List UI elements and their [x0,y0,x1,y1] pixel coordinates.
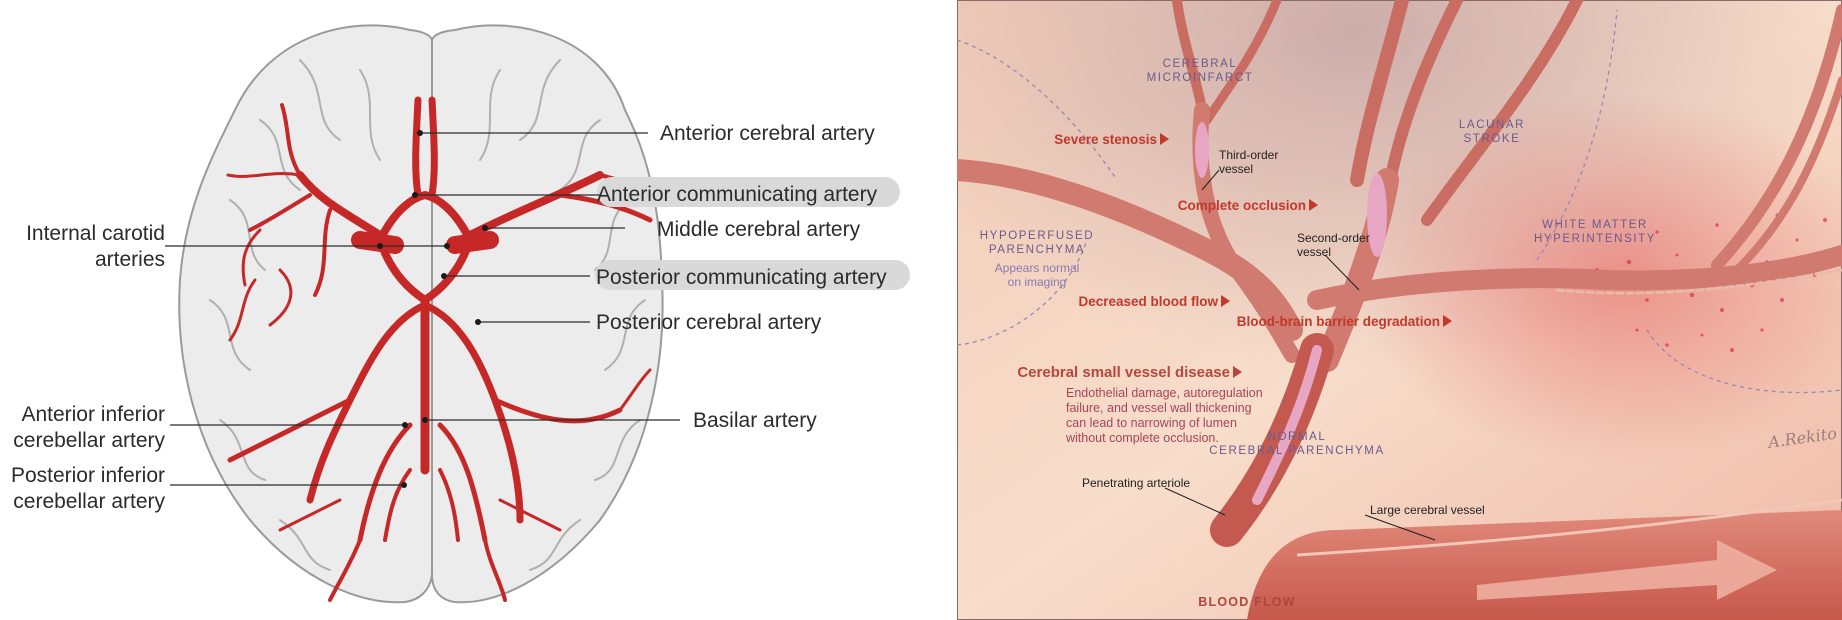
small-vessel-disease-illustration: CEREBRAL MICROINFARCT LACUNAR STROKE HYP… [957,0,1842,620]
label-posterior-communicating: Posterior communicating artery [596,266,887,289]
leader-lines [165,130,680,488]
label-hypoperfused-1: HYPOPERFUSED [980,230,1094,242]
label-aica-1: Anterior inferior [21,403,165,426]
stenosis-segments [1195,122,1387,257]
region-boundaries [957,9,1842,394]
label-microinfarct-2: MICROINFARCT [1147,72,1254,84]
label-second-order-1: Second-order [1297,231,1370,245]
label-hypoperfused-note-1: Appears normal [995,261,1080,275]
label-anterior-cerebral: Anterior cerebral artery [660,122,875,145]
label-hypoperfused-2: PARENCHYMA [989,244,1085,256]
label-wm-1: WHITE MATTER [1542,219,1648,231]
label-large-vessel: Large cerebral vessel [1370,503,1485,517]
label-internal-carotid-2: arteries [95,248,165,271]
label-lacunar-1: LACUNAR [1459,119,1525,131]
callout-bbb: Blood-brain barrier degradation [1237,314,1440,329]
label-third-order-1: Third-order [1219,148,1278,162]
callout-complete-occlusion: Complete occlusion [1178,198,1306,213]
large-cerebral-vessel [1247,510,1842,620]
label-wm-2: HYPERINTENSITY [1534,233,1656,245]
label-middle-cerebral: Middle cerebral artery [657,218,861,241]
pcomm-highlight [595,260,910,290]
label-microinfarct-1: CEREBRAL [1163,58,1238,70]
label-internal-carotid-1: Internal carotid [26,222,165,245]
label-aica-2: cerebellar artery [13,429,165,452]
label-second-order-2: vessel [1297,245,1331,259]
label-anterior-communicating: Anterior communicating artery [597,183,878,206]
label-normal-1: NORMAL [1268,431,1327,443]
label-pointers [1164,169,1436,541]
callout-decreased-flow: Decreased blood flow [1078,294,1218,309]
callout-csvd-title: Cerebral small vessel disease [1017,364,1230,381]
brain-arteries-svg: Anterior cerebral artery Anterior commun… [11,24,910,604]
label-basilar: Basilar artery [693,409,817,432]
callout-severe-stenosis: Severe stenosis [1054,132,1157,147]
acomm-highlight [597,177,900,207]
vessel-network [957,0,1842,547]
label-normal-2: CEREBRAL PARENCHYMA [1209,445,1384,457]
csvd-body-2: failure, and vessel wall thickening [1066,401,1252,415]
csvd-body-4: without complete occlusion. [1065,431,1219,445]
csvd-body-3: can lead to narrowing of lumen [1066,416,1237,430]
label-pica-1: Posterior inferior [11,464,165,487]
circle-of-willis-diagram: Anterior cerebral artery Anterior commun… [11,24,910,604]
label-lacunar-2: STROKE [1464,133,1521,145]
csvd-body-1: Endothelial damage, autoregulation [1066,386,1263,400]
label-pica-2: cerebellar artery [13,490,165,513]
svd-illustration-svg: CEREBRAL MICROINFARCT LACUNAR STROKE HYP… [957,0,1842,620]
label-hypoperfused-note-2: on imaging [1008,275,1067,289]
label-third-order-2: vessel [1219,162,1253,176]
label-posterior-cerebral: Posterior cerebral artery [596,311,822,334]
brain-outline [178,24,664,604]
blood-flow-arrow [1477,540,1777,600]
label-blood-flow: BLOOD FLOW [1198,595,1295,609]
label-penetrating: Penetrating arteriole [1082,476,1190,490]
